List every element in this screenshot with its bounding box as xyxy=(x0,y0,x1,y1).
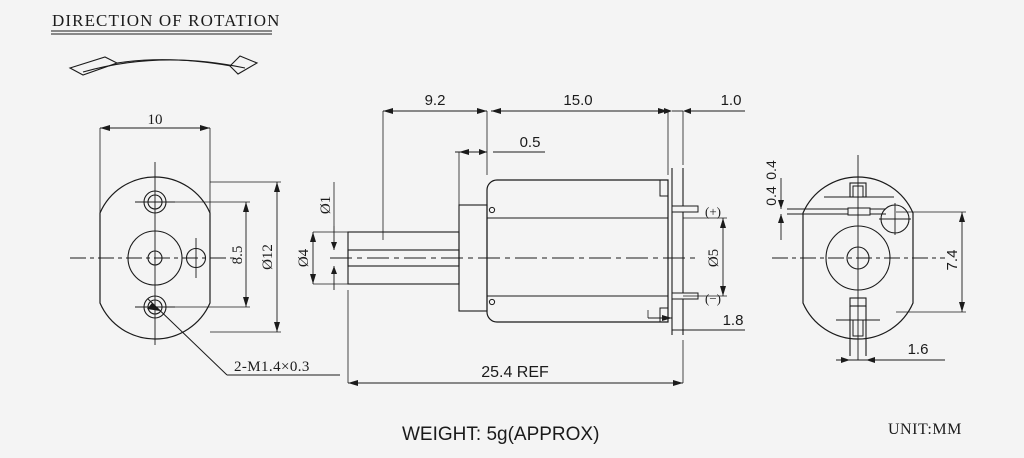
weight-note: WEIGHT: 5g(APPROX) xyxy=(402,424,599,445)
dim-flat-width-label: 10 xyxy=(148,112,163,128)
dim-terminal-offset-label: 1.8 xyxy=(723,312,744,329)
dim-terminal-spacing: Ø5 xyxy=(683,217,727,297)
dim-shaft-length: 9.2 xyxy=(382,92,488,240)
dim-tab-span-label: 7.4 xyxy=(944,250,961,271)
side-dimple-bottom xyxy=(488,298,496,306)
dim-overall-length: 25.4 REF xyxy=(347,290,684,386)
dim-boss-length-label: 0.5 xyxy=(520,134,541,151)
dim-tab-thickness-bottom-label: 0.4 xyxy=(763,186,779,206)
side-step-bottom xyxy=(659,307,668,322)
dim-tab-width-label: 1.6 xyxy=(908,341,929,358)
dim-tab-span: 7.4 xyxy=(896,211,966,313)
front-body-outline xyxy=(99,176,211,340)
rear-body-outline xyxy=(802,176,914,340)
side-step-top xyxy=(659,180,668,197)
front-view: 10 8.5 Ø12 xyxy=(70,112,340,376)
terminal-positive-label: (+) xyxy=(705,204,721,219)
dim-body-diameter: Ø12 xyxy=(210,181,281,333)
terminal-positive: (+) xyxy=(667,202,721,219)
dim-flat-width: 10 xyxy=(99,112,211,222)
side-dimple-top xyxy=(488,206,496,214)
dim-hole-spacing-label: 8.5 xyxy=(230,246,246,265)
dim-body-length: 15.0 xyxy=(491,92,669,175)
dim-endcap: 1.0 xyxy=(664,92,745,165)
thread-callout: 2-M1.4×0.3 xyxy=(147,298,340,376)
dim-hole-spacing: 8.5 xyxy=(166,201,250,308)
thread-callout-label: 2-M1.4×0.3 xyxy=(234,359,310,375)
rotation-arrow-icon xyxy=(68,55,259,76)
dim-body-length-label: 15.0 xyxy=(563,92,592,109)
dim-tab-width: 1.6 xyxy=(836,341,945,363)
dim-endcap-label: 1.0 xyxy=(721,92,742,109)
unit-note: UNIT:MM xyxy=(888,421,962,438)
dim-shaft-dia: Ø1 xyxy=(318,182,337,290)
dim-terminal-spacing-label: Ø5 xyxy=(706,249,722,267)
rear-view: 0.4 0.4 7.4 1.6 xyxy=(763,155,966,363)
dim-tab-thickness-top: 0.4 xyxy=(763,160,784,209)
dim-overall-length-label: 25.4 REF xyxy=(481,364,549,381)
title-text: DIRECTION OF ROTATION xyxy=(52,11,281,30)
dim-body-diameter-label: Ø12 xyxy=(260,244,276,270)
title-block: DIRECTION OF ROTATION xyxy=(51,11,281,35)
dim-shaft-dia-label: Ø1 xyxy=(318,196,334,214)
dim-boss-dia-label: Ø4 xyxy=(296,248,312,267)
dim-boss-length: 0.5 xyxy=(455,134,545,205)
side-body-outline xyxy=(486,179,669,323)
rear-lead-line xyxy=(787,207,886,216)
terminal-negative-label: (−) xyxy=(705,291,721,306)
dim-tab-thickness-top-label: 0.4 xyxy=(763,160,779,180)
side-view: (+) (−) 9.2 xyxy=(296,92,745,386)
dim-tab-thickness-bottom: 0.4 xyxy=(763,186,784,240)
dim-boss-dia: Ø4 xyxy=(296,231,348,285)
dim-terminal-offset: 1.8 xyxy=(647,310,745,332)
dim-shaft-length-label: 9.2 xyxy=(425,92,446,109)
